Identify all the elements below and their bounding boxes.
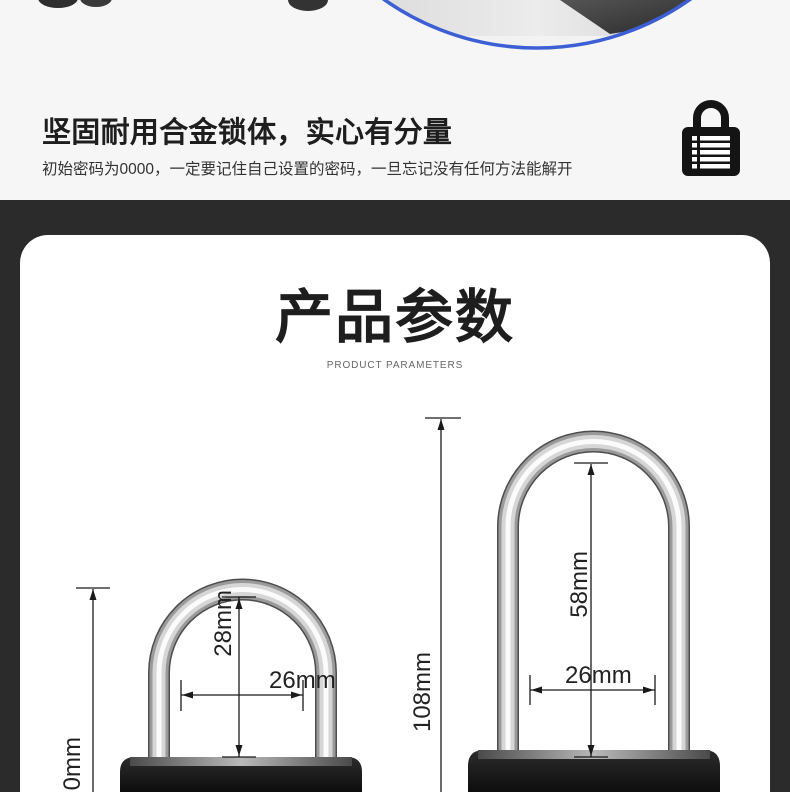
large-padlock-shackle [497, 430, 690, 760]
large-padlock [468, 430, 720, 792]
photo-fragment-middle [288, 0, 328, 11]
small-padlock-shackle [148, 578, 337, 766]
small-lock-shackle-height-dimension: 28mm [210, 590, 256, 758]
feature-title: 坚固耐用合金锁体，实心有分量 [42, 117, 453, 149]
large-lock-shackle-width-label: 26mm [565, 662, 632, 689]
small-lock-shackle-width-label: 26mm [269, 667, 336, 694]
parameters-subtitle: PRODUCT PARAMETERS [326, 360, 464, 371]
feature-subtitle: 初始密码为0000，一定要记住自己设置的密码，一旦忘记没有任何方法能解开 [42, 161, 573, 178]
small-lock-height-dimension: 0mm [59, 587, 110, 792]
detail-circle-border [381, 0, 693, 50]
photo-fragment-left [38, 0, 112, 8]
large-lock-shackle-height-dimension: 58mm [566, 462, 608, 758]
padlock-list-icon [682, 100, 740, 176]
large-lock-height-label: 108mm [409, 652, 436, 732]
small-padlock-top-plate [130, 757, 352, 766]
small-lock-height-label: 0mm [59, 737, 86, 790]
large-lock-shackle-height-label: 58mm [566, 551, 593, 618]
zoom-detail-photo [380, 0, 700, 50]
small-lock-shackle-width-dimension: 26mm [180, 667, 336, 711]
large-padlock-body [468, 750, 720, 792]
large-padlock-top-plate [478, 750, 710, 759]
large-lock-shackle-width-dimension: 26mm [529, 662, 656, 705]
feature-section [0, 0, 790, 200]
small-padlock [120, 578, 362, 792]
parameters-title: 产品参数 [274, 285, 515, 350]
small-lock-shackle-height-label: 28mm [210, 590, 237, 657]
large-lock-height-dimension: 108mm [409, 417, 461, 792]
parameters-card [20, 235, 770, 792]
